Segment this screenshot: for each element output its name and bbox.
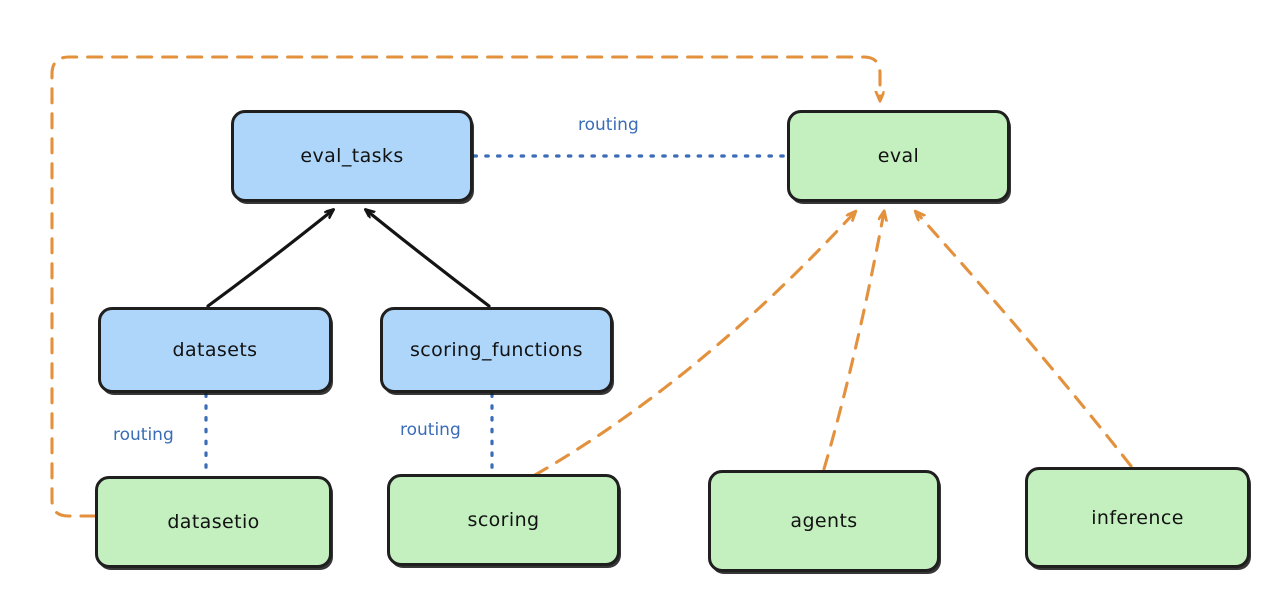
node-scoring-functions[interactable]: scoring_functions	[380, 307, 613, 393]
edge-datasets-eval-tasks	[206, 210, 333, 308]
node-label-eval: eval	[877, 145, 920, 167]
node-label-scoring: scoring	[467, 509, 540, 531]
node-label-eval-tasks: eval_tasks	[300, 145, 404, 167]
node-datasetio[interactable]: datasetio	[95, 476, 332, 568]
edge-inference-eval	[916, 212, 1133, 468]
node-label-agents: agents	[790, 510, 858, 532]
node-label-datasets: datasets	[172, 339, 258, 361]
edge-label-routing-scoring: routing	[400, 420, 461, 440]
node-label-inference: inference	[1091, 506, 1184, 529]
edge-scoring-functions-eval-tasks	[366, 210, 491, 308]
edge-scoring-eval	[533, 212, 855, 477]
node-datasets[interactable]: datasets	[98, 307, 332, 393]
node-eval-tasks[interactable]: eval_tasks	[231, 110, 473, 202]
edge-agents-eval	[822, 212, 884, 471]
edge-label-routing-eval: routing	[578, 115, 639, 135]
edge-datasetio-eval	[50, 55, 880, 518]
node-inference[interactable]: inference	[1025, 467, 1250, 568]
node-eval[interactable]: eval	[787, 110, 1010, 202]
edge-label-routing-datasetio: routing	[113, 425, 174, 445]
node-scoring[interactable]: scoring	[387, 474, 620, 566]
node-label-datasetio: datasetio	[167, 511, 260, 533]
node-label-scoring-functions: scoring_functions	[410, 339, 583, 361]
node-agents[interactable]: agents	[708, 470, 940, 572]
